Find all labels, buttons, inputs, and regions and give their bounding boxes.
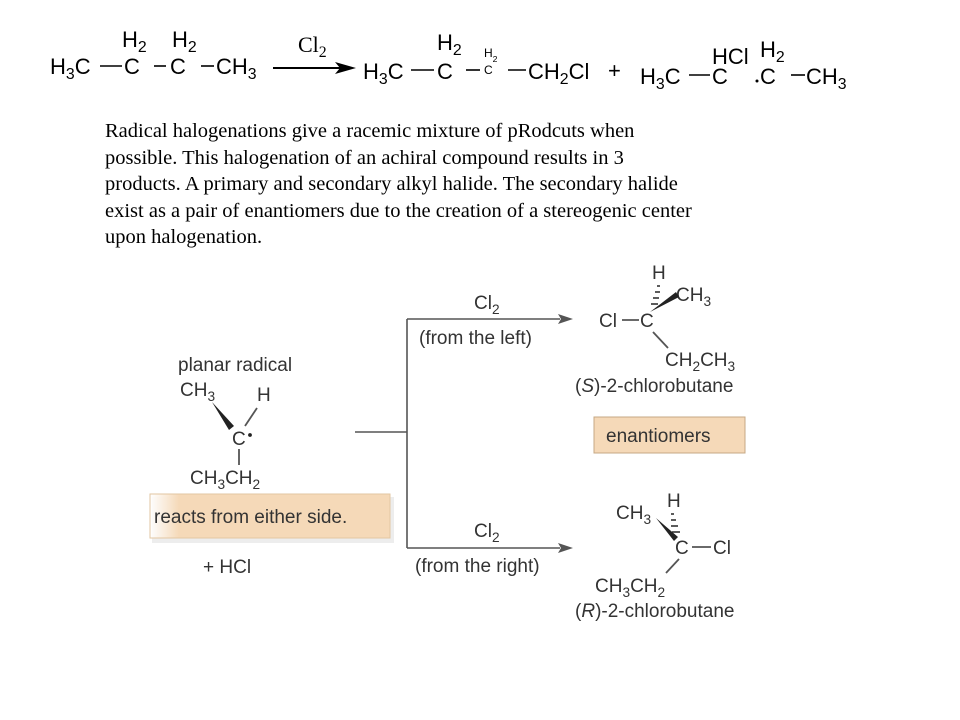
lower-reagent: Cl2: [474, 521, 500, 545]
r-methyl: CH3: [616, 503, 651, 527]
carbon-label: C: [437, 59, 453, 84]
radical-dot: [755, 79, 759, 83]
hashed-wedge: [671, 513, 680, 533]
s-ethyl: CH2CH3: [665, 350, 735, 374]
mechanism-figure: planar radical CH3 H C CH3CH2 reacts fro…: [149, 263, 746, 622]
wedge-bond: [650, 292, 679, 312]
radical-methyl: CH3: [180, 380, 215, 404]
h2-label: H2: [437, 30, 462, 59]
caption-line: products. A primary and secondary alkyl …: [105, 173, 678, 195]
h2-label: H2: [760, 37, 785, 66]
reacts-box: [149, 493, 391, 539]
s-chlorine: Cl: [599, 311, 617, 332]
r-hydrogen: H: [667, 491, 681, 512]
enantiomers-label: enantiomers: [606, 426, 711, 447]
arrow-head: [335, 62, 356, 74]
bond: [665, 558, 680, 574]
wedge-bond: [656, 518, 678, 541]
r-product-name: (R)-2-chlorobutane: [575, 601, 734, 622]
hcl-byproduct: + HCl: [203, 557, 251, 578]
methyl-right: CH3: [216, 54, 257, 83]
plus-sign: +: [608, 58, 621, 83]
product-1-chlorobutane: H2 H2 H3C C C CH2Cl: [363, 30, 589, 88]
r-2-chlorobutane: H CH3 C Cl CH3CH2 (R)-2-chlorobutane: [575, 491, 734, 622]
caption-line: exist as a pair of enantiomers due to th…: [105, 199, 692, 222]
methyl-left: H3C: [363, 59, 404, 88]
h2-label: H2: [122, 27, 147, 56]
wedge-bond: [212, 402, 234, 430]
explanation-paragraph: Radical halogenations give a racemic mix…: [105, 118, 895, 251]
s-product-name: (S)-2-chlorobutane: [575, 376, 733, 397]
s-methyl: CH3: [676, 285, 711, 309]
r-carbon: C: [675, 538, 689, 559]
reacts-box-label: reacts from either side.: [154, 507, 347, 528]
methyl-left: H3C: [640, 64, 681, 93]
radical-carbon: C: [232, 429, 246, 450]
chloromethyl-label: CH2Cl: [528, 59, 589, 88]
carbon-label: C: [170, 54, 186, 79]
methyl-left: H3C: [50, 54, 91, 83]
reaction-arrow: Cl2: [273, 32, 356, 74]
reagent-label: Cl2: [298, 32, 327, 61]
caption-line: possible. This halogenation of an achira…: [105, 146, 624, 169]
hashed-wedge: [651, 285, 660, 305]
h2-label: H2: [172, 27, 197, 56]
bond: [652, 331, 669, 349]
radical-dot: [248, 433, 252, 437]
bond: [244, 407, 258, 427]
reactant-butane: H2 H2 H3C C C CH3: [50, 27, 257, 83]
h2-label-small: H2: [484, 46, 498, 64]
s-hydrogen: H: [652, 263, 666, 284]
s-carbon: C: [640, 311, 654, 332]
top-equation: H2 H2 H3C C C CH3 Cl2 H2 H2 H3C C C CH2C: [50, 27, 847, 93]
caption-line: upon halogenation.: [105, 226, 263, 248]
methyl-right: CH3: [806, 64, 847, 93]
s-2-chlorobutane: H CH3 Cl C CH2CH3 (S)-2-chlorobutane: [575, 263, 735, 397]
r-ethyl: CH3CH2: [595, 576, 665, 600]
lower-direction: (from the right): [415, 556, 540, 577]
carbon-label: C: [712, 64, 728, 89]
r-chlorine: Cl: [713, 538, 731, 559]
enantiomers-box: [593, 416, 746, 454]
upper-direction: (from the left): [419, 328, 532, 349]
upper-reagent: Cl2: [474, 293, 500, 317]
carbon-label: C: [124, 54, 140, 79]
hcl-label: HCl: [712, 44, 749, 69]
arrow-head: [558, 543, 573, 553]
caption-line: Radical halogenations give a racemic mix…: [105, 120, 635, 142]
carbon-label-small: C: [484, 63, 493, 77]
product-2-chlorobutane: HCl H2 H3C C C CH3: [640, 37, 847, 93]
radical-title: planar radical: [178, 355, 292, 376]
carbon-label: C: [760, 64, 776, 89]
arrow-head: [558, 314, 573, 324]
radical-hydrogen: H: [257, 385, 271, 406]
radical-ethyl: CH3CH2: [190, 468, 260, 492]
